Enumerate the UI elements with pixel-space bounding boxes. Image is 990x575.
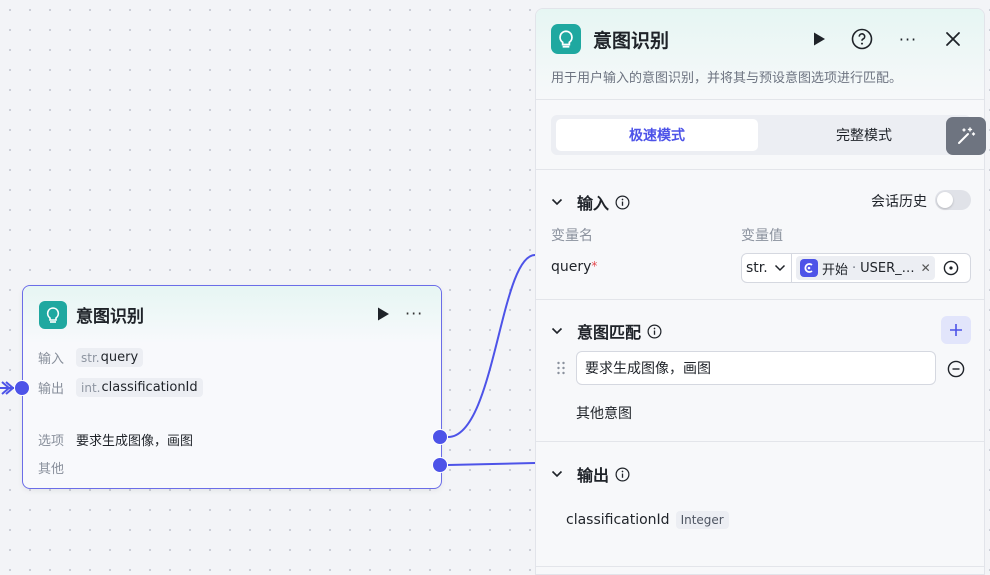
divider <box>536 299 984 300</box>
col-var-name-label: 变量名 <box>551 228 593 244</box>
query-value-field[interactable]: str. 开始 · USER_… ✕ <box>741 253 971 283</box>
node-more-icon[interactable]: ··· <box>405 304 424 323</box>
output-var-name: classificationId <box>566 512 670 528</box>
history-toggle[interactable] <box>935 190 971 210</box>
chevron-down-icon <box>551 327 563 335</box>
node-input-label: 输入 <box>38 352 65 367</box>
node-output-row: 输出 int. classificationId <box>38 378 203 397</box>
col-var-value-label: 变量值 <box>741 228 783 244</box>
intent-node[interactable]: 意图识别 ··· 输入 str. query 输出 int. classific… <box>14 285 448 489</box>
panel-description: 用于用户输入的意图识别，并将其与预设意图选项进行匹配。 <box>551 71 903 86</box>
remove-intent-icon[interactable] <box>947 360 965 382</box>
intent-logo-icon <box>39 301 67 329</box>
help-icon[interactable] <box>851 28 873 50</box>
node-output-tag: int. classificationId <box>76 378 203 397</box>
node-option-port[interactable] <box>432 429 448 445</box>
drag-handle-icon[interactable] <box>556 360 566 380</box>
ref-separator: · <box>852 260 857 276</box>
intent-input-value: 要求生成图像，画图 <box>585 361 711 377</box>
ref-var: USER_… <box>860 260 915 276</box>
required-mark: * <box>591 259 598 273</box>
node-run-icon[interactable] <box>375 306 391 322</box>
node-header: 意图识别 ··· <box>23 286 441 344</box>
output-var-row: classificationId Integer <box>566 511 729 529</box>
toggle-knob <box>937 192 953 208</box>
magic-wand-button[interactable] <box>946 117 986 155</box>
node-input-port[interactable] <box>14 380 30 396</box>
panel-more-icon[interactable]: ··· <box>898 29 918 49</box>
close-icon[interactable] <box>942 28 964 50</box>
node-input-var: query <box>100 350 139 365</box>
divider <box>536 169 984 170</box>
node-input-row: 输入 str. query <box>38 348 144 367</box>
panel-logo-icon <box>551 24 581 54</box>
divider <box>536 441 984 442</box>
input-section-title: 输入 <box>577 194 610 213</box>
output-var-type: Integer <box>675 511 729 529</box>
node-option-label: 选项 <box>38 434 65 449</box>
panel-title: 意图识别 <box>593 30 670 52</box>
node-title: 意图识别 <box>76 307 144 327</box>
mode-fast-button[interactable]: 极速模式 <box>556 119 758 151</box>
node-option-row: 选项 要求生成图像，画图 <box>38 430 193 449</box>
type-select-value: str. <box>746 260 768 276</box>
plus-icon <box>950 324 962 336</box>
chevron-down-icon <box>551 470 563 478</box>
input-section-header[interactable]: 输入 <box>551 190 630 214</box>
divider <box>536 566 984 567</box>
node-output-label: 输出 <box>38 382 65 397</box>
remove-ref-icon[interactable]: ✕ <box>920 261 931 275</box>
node-input-tag: str. query <box>76 348 144 367</box>
history-label: 会话历史 <box>871 194 927 210</box>
add-intent-button[interactable] <box>941 316 971 344</box>
node-option-value: 要求生成图像，画图 <box>76 434 194 449</box>
intent-section-header[interactable]: 意图匹配 <box>551 319 662 343</box>
chevron-down-icon <box>551 198 563 206</box>
node-config-panel: 意图识别 ··· 用于用户输入的意图识别，并将其与预设意图选项进行匹配。 极速模… <box>535 8 985 575</box>
node-other-label: 其他 <box>38 462 65 477</box>
info-icon <box>615 195 630 209</box>
intent-input[interactable]: 要求生成图像，画图 <box>576 351 936 385</box>
intent-section-title: 意图匹配 <box>577 323 642 342</box>
variable-picker-icon[interactable] <box>943 260 959 276</box>
node-output-var: classificationId <box>101 380 198 395</box>
mode-full-button[interactable]: 完整模式 <box>836 128 892 144</box>
chevron-down-icon <box>774 264 785 272</box>
mode-switch: 极速模式 完整模式 <box>551 115 971 155</box>
node-input-type: str. <box>81 350 100 365</box>
var-name-text: query <box>551 259 592 275</box>
ref-source: 开始 <box>822 262 849 278</box>
var-name-query: query* <box>551 259 597 275</box>
panel-run-icon[interactable] <box>808 28 830 50</box>
panel-header: 意图识别 ··· 用于用户输入的意图识别，并将其与预设意图选项进行匹配。 <box>536 9 984 100</box>
variable-reference-tag[interactable]: 开始 · USER_… ✕ <box>796 256 935 280</box>
node-other-port[interactable] <box>432 457 448 473</box>
other-intent-label: 其他意图 <box>576 406 632 422</box>
type-select[interactable]: str. <box>742 254 792 282</box>
output-section-title: 输出 <box>577 466 610 485</box>
output-section-header[interactable]: 输出 <box>551 462 630 486</box>
info-icon <box>647 324 662 338</box>
start-node-icon <box>800 259 818 277</box>
info-icon <box>615 467 630 481</box>
node-output-type: int. <box>81 380 101 395</box>
node-other-row: 其他 <box>38 458 76 477</box>
magic-wand-icon <box>958 127 976 144</box>
